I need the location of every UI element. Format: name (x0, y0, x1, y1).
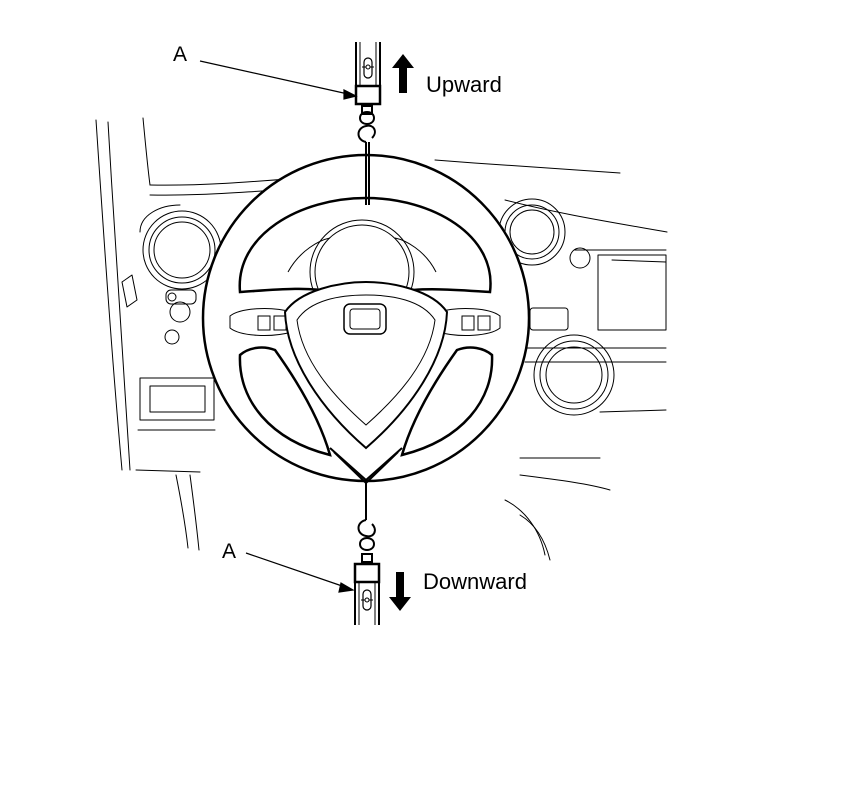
top-spring-scale (354, 42, 382, 106)
arrow-down-icon (389, 572, 411, 611)
arrow-up-icon (392, 54, 414, 93)
downward-label: Downward (423, 569, 527, 594)
horn-emblem (343, 303, 387, 335)
bottom-scale-body (353, 562, 381, 584)
top-scale-body (354, 84, 382, 106)
airbag-hub (283, 280, 449, 450)
lower-right-opening (400, 346, 494, 457)
bottom-hook (357, 519, 376, 563)
bottom-spring-scale (353, 562, 381, 625)
steering-wheel (201, 153, 531, 483)
callout-a-bottom: A (222, 540, 237, 563)
test-string (329, 142, 403, 520)
right-air-vent-lower (533, 334, 615, 416)
top-hook (357, 105, 376, 143)
dashboard-outline (95, 117, 668, 561)
callout-a-top: A (173, 43, 188, 66)
callout-leaders (199, 60, 358, 593)
lower-left-opening (238, 346, 332, 457)
upward-label: Upward (426, 72, 502, 97)
